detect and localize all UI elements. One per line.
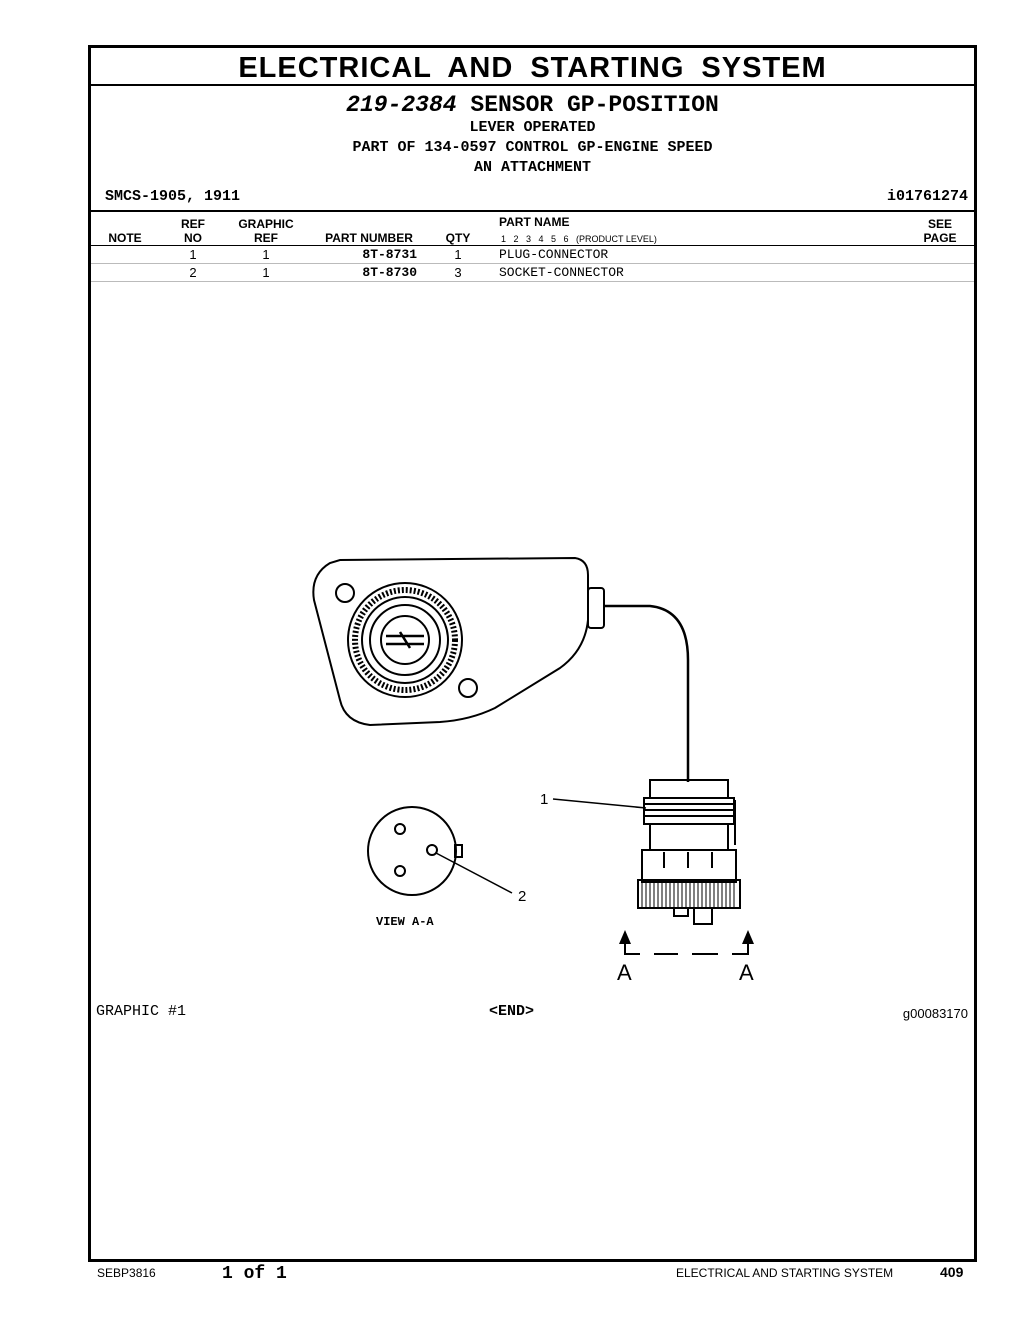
illustration-id: i01761274 <box>886 188 968 205</box>
mounting-hole <box>335 583 355 603</box>
col-ref-bottom: NO <box>184 231 202 245</box>
table-header-rule <box>91 245 974 246</box>
callout-2-leader <box>435 852 513 894</box>
callout-1-leader <box>552 798 647 809</box>
socket-hole <box>394 823 406 835</box>
row-qty: 3 <box>454 265 462 280</box>
lever-shaft <box>386 631 424 649</box>
col-note: NOTE <box>108 231 142 245</box>
col-product-levels: 1 2 3 4 5 6 (PRODUCT LEVEL) <box>501 234 657 244</box>
col-see-bottom: PAGE <box>923 231 957 245</box>
row-ref-no: 1 <box>189 247 197 262</box>
group-name: SENSOR GP-POSITION <box>470 92 719 118</box>
col-ref-top: REF <box>181 217 205 231</box>
section-line <box>624 934 749 955</box>
group-number: 219-2384 <box>346 92 457 118</box>
plug-top <box>649 779 729 799</box>
graphic-id: g00083170 <box>902 1006 968 1021</box>
system-title: ELECTRICAL AND STARTING SYSTEM <box>91 48 974 86</box>
sensor-ring-outer <box>347 582 463 698</box>
section-arrow-left <box>619 930 631 944</box>
mounting-hole <box>458 678 478 698</box>
row-ref-no: 2 <box>189 265 197 280</box>
row-divider <box>91 263 974 264</box>
callout-1: 1 <box>540 791 548 808</box>
sensor-plate <box>312 556 589 727</box>
view-aa-face <box>367 806 457 896</box>
smcs-code: SMCS-1905, 1911 <box>105 188 241 205</box>
row-graphic-ref: 1 <box>262 247 270 262</box>
row-graphic-ref: 1 <box>262 265 270 280</box>
group-heading: 219-2384 SENSOR GP-POSITION LEVER OPERAT… <box>91 84 974 178</box>
col-qty: QTY <box>445 231 471 245</box>
footer-page-number: 409 <box>940 1264 964 1280</box>
col-graphic-bottom: REF <box>254 231 278 245</box>
row-part-name: PLUG-CONNECTOR <box>499 247 609 262</box>
subtitle-1: LEVER OPERATED <box>469 119 596 136</box>
section-label-right: A <box>739 960 754 985</box>
plug-grip <box>637 879 741 909</box>
row-part-name: SOCKET-CONNECTOR <box>499 265 624 280</box>
page-frame: ELECTRICAL AND STARTING SYSTEM 219-2384 … <box>88 45 977 1262</box>
socket-hole <box>394 865 406 877</box>
footer-section: ELECTRICAL AND STARTING SYSTEM <box>676 1266 894 1280</box>
end-marker: <END> <box>489 1003 535 1020</box>
footer-doc-number: SEBP3816 <box>97 1266 156 1280</box>
table-top-rule <box>91 210 974 212</box>
callout-2: 2 <box>518 888 526 905</box>
view-label: VIEW A-A <box>376 915 434 929</box>
socket-hole <box>426 844 438 856</box>
subtitle-3: AN ATTACHMENT <box>473 159 592 176</box>
col-part-number: PART NUMBER <box>325 231 413 245</box>
row-part-number[interactable]: 8T-8731 <box>362 247 417 262</box>
col-part-name: PART NAME <box>499 215 570 229</box>
section-arrow-right <box>742 930 754 944</box>
cable <box>604 604 690 782</box>
col-see-top: SEE <box>927 217 952 231</box>
subtitle-2: PART OF 134-0597 CONTROL GP-ENGINE SPEED <box>352 139 713 156</box>
graphic-label: GRAPHIC #1 <box>96 1003 187 1020</box>
footer-page-of: 1 of 1 <box>222 1264 287 1284</box>
row-qty: 1 <box>454 247 462 262</box>
row-part-number[interactable]: 8T-8730 <box>362 265 417 280</box>
cable-boss <box>587 587 605 629</box>
col-graphic-top: GRAPHIC <box>238 217 294 231</box>
section-label-left: A <box>617 960 632 985</box>
group-title: 219-2384 SENSOR GP-POSITION <box>91 92 974 118</box>
row-divider <box>91 281 974 282</box>
